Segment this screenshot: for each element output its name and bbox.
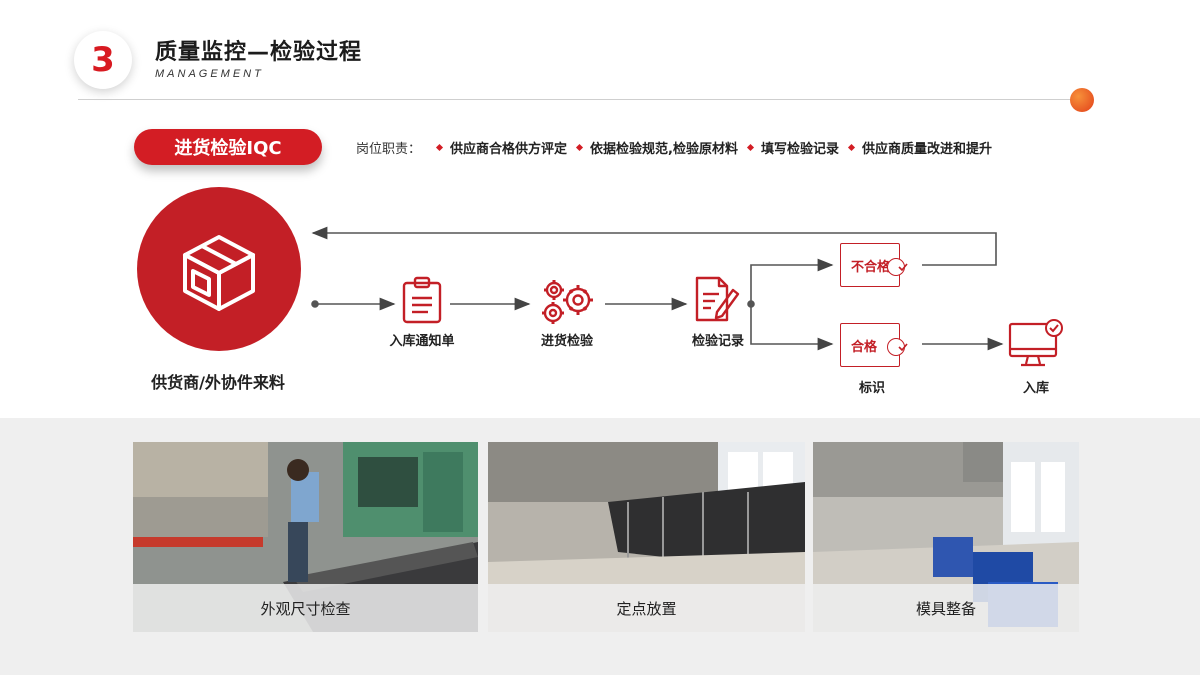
pass-badge: 合格	[840, 323, 908, 367]
duty-item: 填写检验记录	[746, 138, 839, 157]
duties-row: 岗位职责： 供应商合格供方评定 依据检验规范,检验原材料 填写检验记录 供应商质…	[356, 138, 992, 157]
monitor-check-icon	[1008, 319, 1063, 367]
factory-photo-placement	[488, 442, 805, 632]
supplier-label: 供货商/外协件来料	[151, 373, 285, 392]
duty-item: 依据检验规范,检验原材料	[575, 138, 738, 157]
page-title: 质量监控—检验过程	[155, 40, 363, 65]
fail-badge: 不合格	[840, 243, 908, 287]
photo-caption: 外观尺寸检查	[133, 584, 478, 632]
pass-caption: 标识	[858, 381, 885, 396]
warehouse-label: 入库	[1022, 381, 1049, 396]
flow-step-label: 进货检验	[540, 334, 593, 349]
duty-item: 供应商合格供方评定	[435, 138, 567, 157]
duty-item: 供应商质量改进和提升	[847, 138, 992, 157]
section-number: 3	[91, 40, 115, 80]
box-icon	[183, 235, 255, 311]
document-pen-icon	[695, 276, 740, 322]
check-icon	[898, 343, 908, 351]
page-subtitle: MANAGEMENT	[155, 68, 264, 80]
photo-caption: 定点放置	[488, 584, 805, 632]
flow-step-label: 入库通知单	[389, 334, 455, 349]
flow-connectors	[311, 226, 1004, 351]
fail-badge-label: 不合格	[851, 259, 891, 275]
iqc-pill: 进货检验IQC	[134, 129, 322, 165]
header-divider	[78, 99, 1076, 100]
section-number-badge: 3	[74, 31, 132, 89]
clipboard-icon	[402, 276, 442, 324]
decorative-dot	[1070, 88, 1094, 112]
photo-caption: 模具整备	[813, 584, 1079, 632]
photo-placement: 定点放置	[488, 442, 805, 632]
supplier-circle	[137, 187, 301, 351]
gears-icon	[542, 280, 593, 324]
pass-badge-label: 合格	[851, 339, 878, 355]
duties-label: 岗位职责：	[356, 142, 422, 157]
photo-inspection: 外观尺寸检查	[133, 442, 478, 632]
flow-step-label: 检验记录	[691, 334, 744, 349]
photo-mold: 模具整备	[813, 442, 1079, 632]
check-icon	[898, 263, 908, 271]
